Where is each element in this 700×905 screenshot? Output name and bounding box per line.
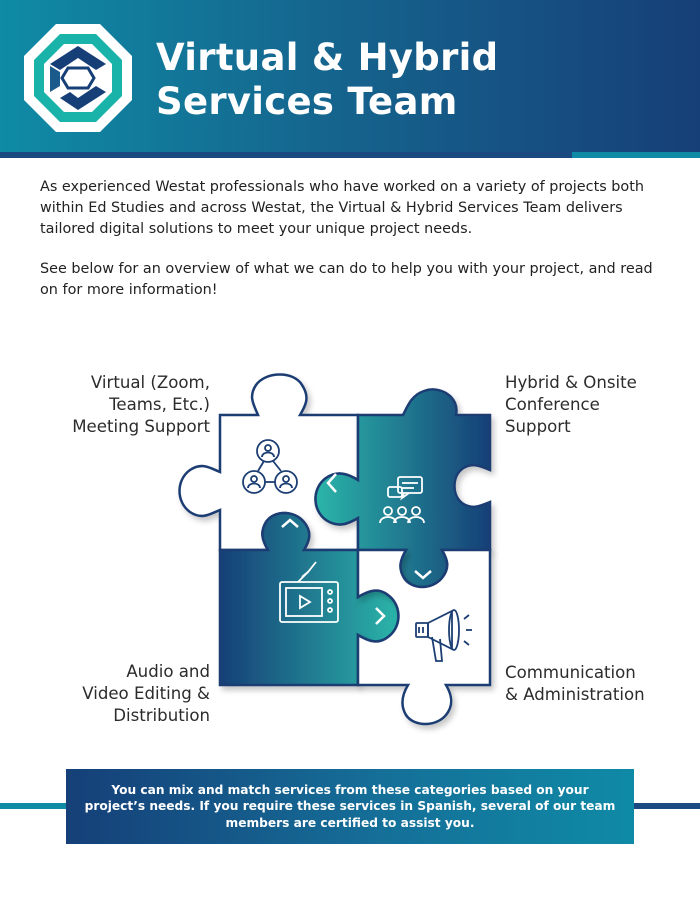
chevron-down-icon (414, 570, 432, 580)
label-audio-video-editing: Audio and Video Editing & Distribution (82, 662, 210, 725)
title-line-2: Services Team (156, 80, 458, 123)
title-line-1: Virtual & Hybrid (156, 36, 499, 79)
chevron-left-icon (326, 473, 337, 493)
people-network-icon (242, 439, 298, 494)
header-stripe (0, 152, 572, 158)
callout-line-left (0, 803, 66, 809)
chevron-up-icon (281, 518, 299, 528)
page-title: Virtual & Hybrid Services Team (156, 36, 686, 124)
label-hybrid-conference-support: Hybrid & Onsite Conference Support (505, 373, 637, 436)
header-stripe-accent (572, 152, 700, 158)
label-communication-administration: Communication & Administration (505, 663, 645, 704)
intro-paragraph-1: As experienced Westat professionals who … (40, 179, 644, 237)
callout-line-right (634, 803, 700, 809)
puzzle-diagram (178, 373, 492, 726)
callout-text: You can mix and match services from thes… (84, 782, 616, 830)
chevron-right-icon (375, 607, 386, 625)
callout-banner: You can mix and match services from thes… (66, 769, 634, 844)
westat-octagon-logo-icon (24, 24, 132, 132)
intro-paragraph-2: See below for an overview of what we can… (40, 261, 653, 298)
audience-chat-icon (379, 476, 425, 524)
label-virtual-meeting-support: Virtual (Zoom, Teams, Etc.) Meeting Supp… (72, 373, 210, 436)
megaphone-icon (415, 609, 472, 662)
tv-play-icon (279, 561, 339, 623)
